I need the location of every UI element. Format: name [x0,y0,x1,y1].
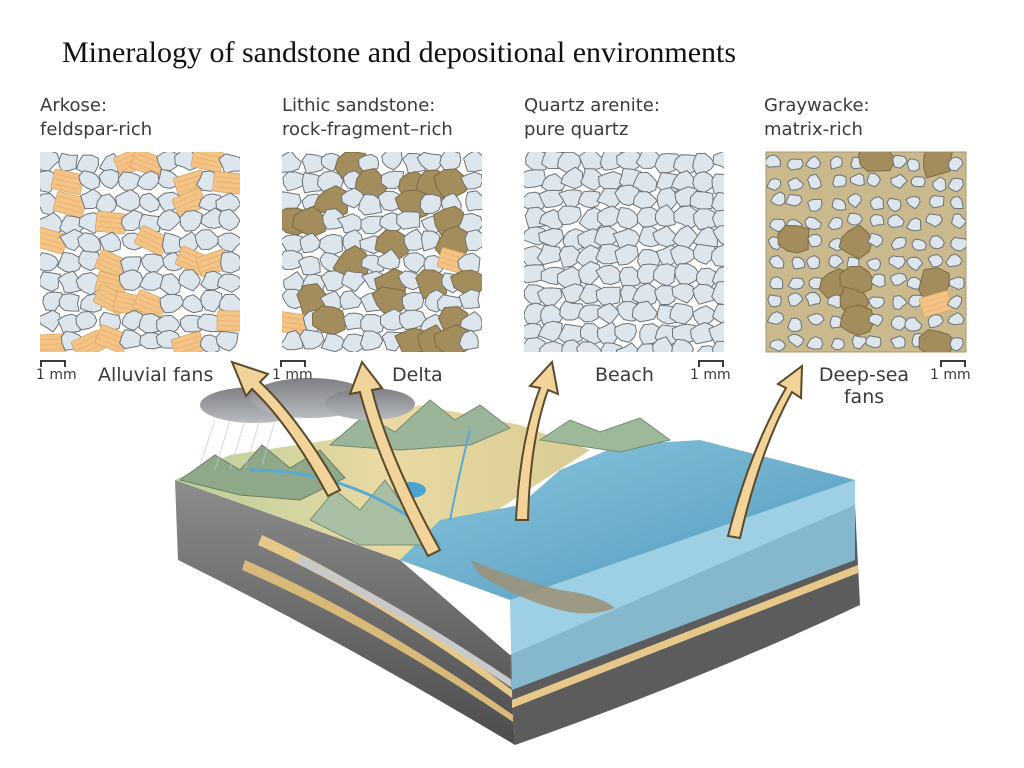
quartz-description: pure quartz [524,119,629,140]
scale-bar-icon [40,360,66,367]
sand-layer-2 [242,560,513,722]
arkose-scale: 1 mm [36,367,77,383]
arrows [230,359,804,558]
graywacke-description: matrix-rich [764,119,863,140]
sea-surface [400,440,855,600]
graywacke-grains [766,152,966,352]
mountains-center [309,479,431,546]
arkose-description: feldspar-rich [40,119,153,140]
scale-bar-icon [940,360,966,367]
quartz-scale: 1 mm [690,367,731,383]
lithic-name: Lithic sandstone: [282,95,436,116]
quartz-label: Quartz arenite: pure quartz [524,94,660,142]
quartz-name: Quartz arenite: [524,95,660,116]
arrow-alluvial-fans [230,360,342,498]
arkose-name: Arkose: [40,95,108,116]
graywacke-name: Graywacke: [764,95,870,116]
quartz-grains [524,152,724,352]
arrow-deep-sea-fans [726,363,804,540]
sand-layer-1 [258,535,512,698]
env-delta: Delta [392,364,443,386]
light-rock-band [296,555,512,688]
lithic-grains [282,152,482,352]
mountains-right [538,417,672,453]
env-alluvial-fans: Alluvial fans [98,364,214,386]
sand-layer-right [512,565,858,708]
lithic-scale: 1 mm [272,367,313,383]
river-2 [449,429,471,521]
scale-bar-icon [280,360,306,367]
mountains-left [178,444,346,501]
env-deep-sea-fans: Deep-sea fans [818,364,910,408]
page-title: Mineralogy of sandstone and depositional… [62,36,737,69]
lithic-description: rock-fragment–rich [282,119,453,140]
block-diagram-landscape [175,378,860,745]
env-beach: Beach [595,364,654,386]
graywacke-scale: 1 mm [930,367,971,383]
graywacke-label: Graywacke: matrix-rich [764,94,870,142]
arrow-beach [514,359,560,521]
turbidity-plume [470,560,615,614]
arkose-label: Arkose: feldspar-rich [40,94,152,142]
arrow-delta [348,359,442,558]
env-deep-sea: Deep-sea [818,364,910,386]
env-fans: fans [843,386,885,408]
lithic-label: Lithic sandstone: rock-fragment–rich [282,94,453,142]
sea-front-face [510,480,855,690]
scale-bar-icon [698,360,724,367]
arkose-grains [40,152,240,352]
